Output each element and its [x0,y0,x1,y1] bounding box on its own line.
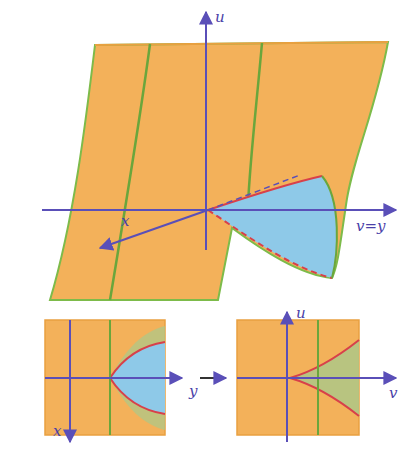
axis-label: u [295,306,307,321]
axis-label: v [388,386,398,401]
surface-sheet [50,42,388,300]
fold-line [248,43,262,205]
axis-label: v=y [355,219,387,234]
fold-region [208,176,337,278]
axis-label: x [120,214,130,229]
axis-label: y [188,384,198,399]
axis-label: u [214,10,226,25]
fold-line [110,44,150,300]
axis-label: x [52,424,62,439]
